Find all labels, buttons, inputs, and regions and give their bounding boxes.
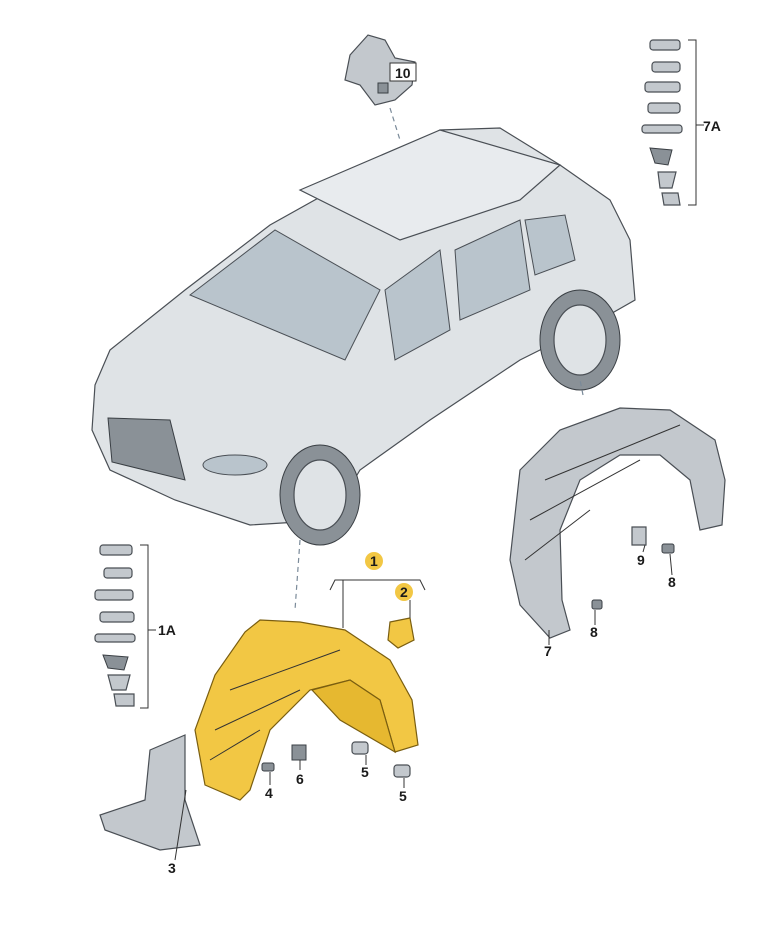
- callout-4: 4: [265, 785, 273, 801]
- callout-1a: 1A: [158, 622, 176, 638]
- car-illustration: [91, 127, 636, 546]
- callout-8: 8: [590, 624, 598, 640]
- callout-5: 5: [399, 788, 407, 804]
- small-fasteners: [261, 526, 675, 778]
- callout-8: 8: [668, 574, 676, 590]
- callout-5: 5: [361, 764, 369, 780]
- clip-part-2: [387, 617, 415, 649]
- bracket-part-10: [344, 34, 417, 106]
- callout-circle-1: [365, 552, 383, 570]
- callout-7: 7: [544, 643, 552, 659]
- wheel-housing-liner-rear: [509, 407, 726, 639]
- callout-10: 10: [395, 65, 411, 81]
- wheel-housing-liner-front: [194, 619, 419, 801]
- fastener-set-7a: [641, 39, 704, 206]
- fastener-set-1a: [94, 544, 156, 709]
- callout-circle-2: [395, 583, 413, 601]
- callout-1: 1: [370, 553, 378, 569]
- callout-9: 9: [637, 552, 645, 568]
- callout-7a: 7A: [703, 118, 721, 134]
- callout-3: 3: [168, 860, 176, 876]
- callout-6: 6: [296, 771, 304, 787]
- cover-part-3: [99, 734, 201, 851]
- callout-2: 2: [400, 584, 408, 600]
